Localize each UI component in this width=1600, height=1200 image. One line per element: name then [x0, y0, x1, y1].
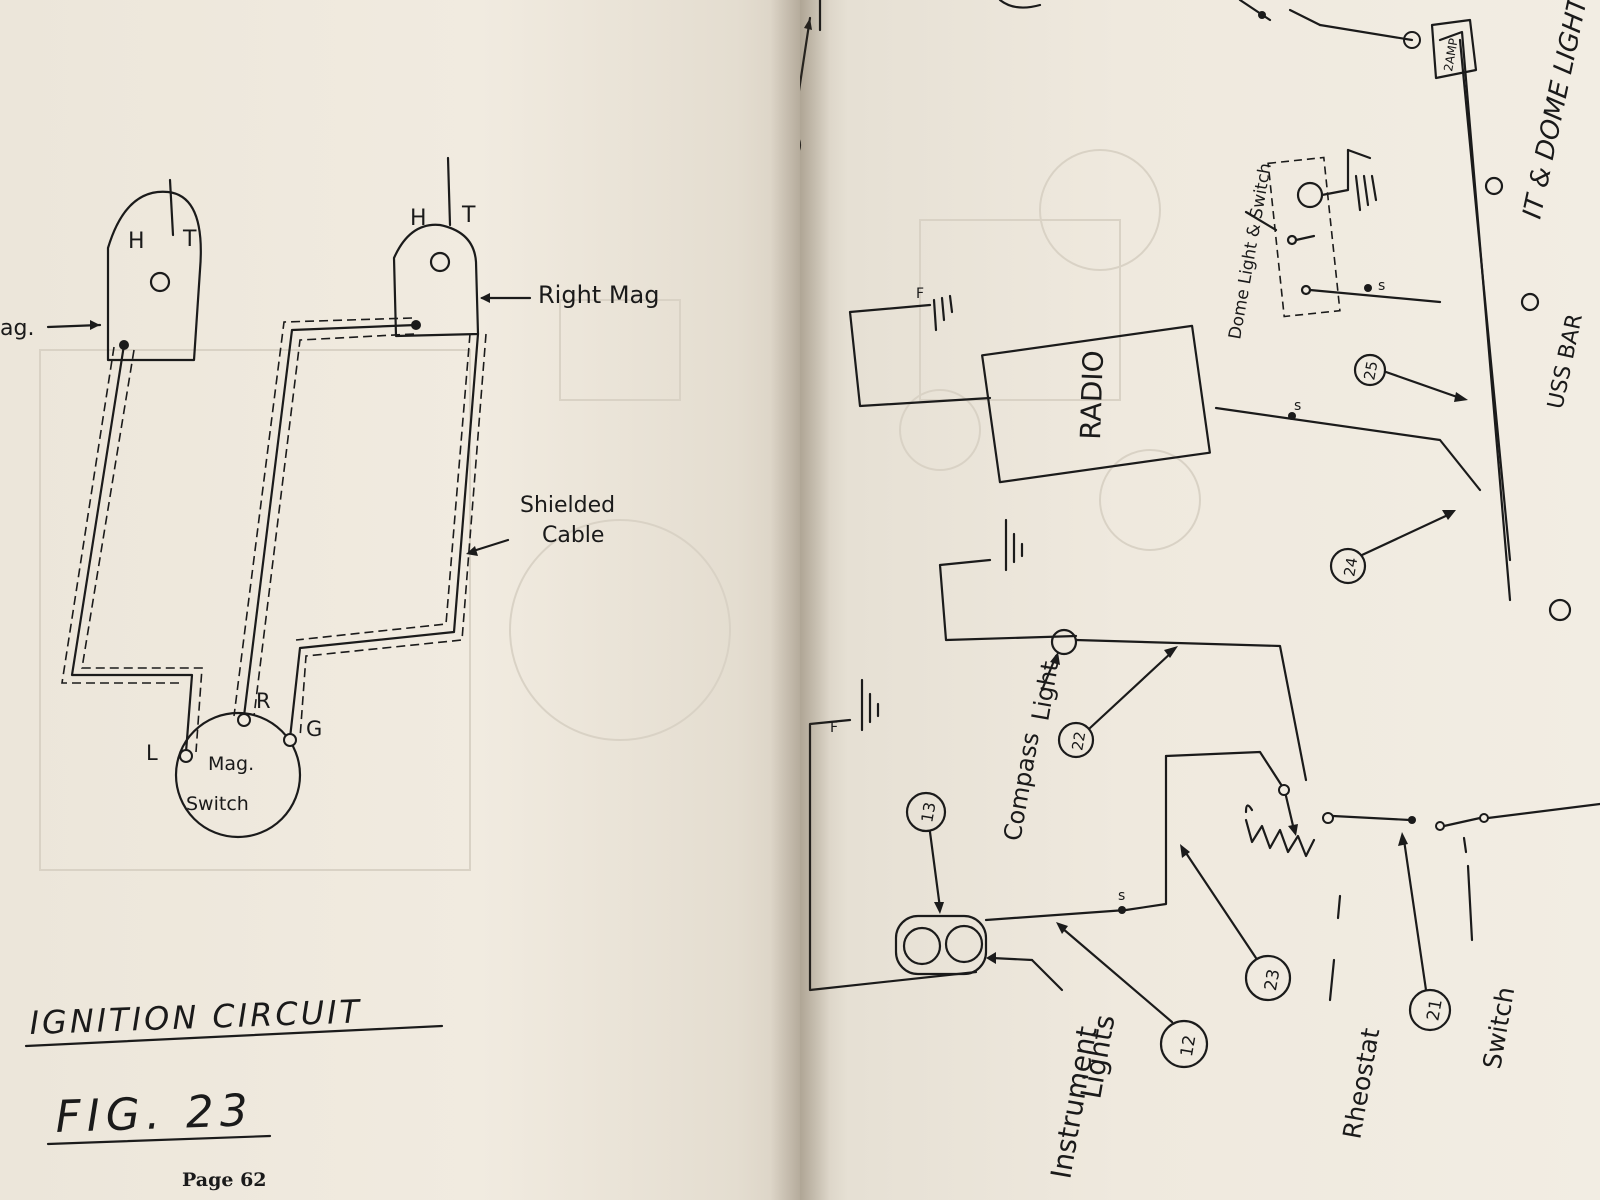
switch: Switch	[1398, 832, 1520, 1071]
switch-label: Switch	[1477, 985, 1520, 1071]
radio-splice-label: s	[1294, 398, 1301, 414]
dome-light-switch: s Dome Light & Switch	[1225, 148, 1442, 341]
rheostat: Rheostat	[1164, 750, 1600, 1141]
right-mag-label: Right Mag	[538, 281, 659, 309]
fuse-label: 2AMP	[1441, 37, 1461, 72]
left-magneto: H T ag.	[0, 178, 202, 362]
wire-21-label: 21	[1423, 998, 1446, 1023]
bleed-through	[899, 149, 1201, 551]
wire-22-label: 22	[1068, 730, 1089, 752]
wire-21: 21	[1408, 988, 1452, 1032]
shielded-cable-line1: Shielded	[520, 493, 615, 518]
figure-title: IGNITION CIRCUIT	[29, 992, 363, 1042]
left-mag-t-label: T	[182, 227, 197, 252]
wire-25-label: 25	[1360, 360, 1381, 382]
wire-13-label: 13	[917, 801, 939, 824]
wire-12: 12	[1056, 922, 1209, 1069]
figure-caption: IGNITION CIRCUIT FIG. 23 Page 62	[24, 992, 444, 1191]
right-mag-t-label: T	[461, 203, 476, 228]
top-wiring: AP	[800, 0, 1421, 151]
wire-13: 13	[905, 791, 947, 914]
rheostat-label: Rheostat	[1337, 1026, 1385, 1141]
bus-bar-label: USS BAR	[1543, 312, 1588, 412]
bus-bar: 2AMP USS BAR IT & DOME LIGHT C	[1430, 0, 1600, 622]
wire-22: 22	[1057, 646, 1178, 759]
shielded-cables: Shielded Cable	[61, 317, 615, 754]
compass-label-line1: Compass	[998, 730, 1045, 843]
mag-switch: Mag. Switch L R G	[146, 689, 322, 839]
page-number: Page 62	[182, 1169, 267, 1191]
mag-switch-line2: Switch	[186, 793, 249, 815]
compass-label-line2: Light	[1026, 659, 1064, 723]
dome-light-switch-label: Dome Light & Switch	[1225, 161, 1276, 340]
instrument-lights: F s Instrument Lights	[808, 678, 1168, 1181]
wire-24-label: 24	[1340, 556, 1361, 578]
figure-number: FIG. 23	[55, 1085, 255, 1143]
right-magneto: H T Right Mag	[392, 156, 659, 338]
lighting-circuit-diagram: AP 2AMP USS BAR IT & DOME LIGHT C	[800, 0, 1600, 1181]
left-page: H T ag. H T Right Mag	[0, 0, 800, 1200]
right-page: AP 2AMP USS BAR IT & DOME LIGHT C	[800, 0, 1600, 1200]
wire-23: 23	[1180, 844, 1292, 1002]
wire-12-label: 12	[1177, 1034, 1200, 1059]
radio-ground-label: F	[916, 286, 924, 302]
terminal-r-label: R	[256, 689, 271, 713]
dome-splice-label: s	[1378, 278, 1385, 294]
instrument-ground-label: F	[830, 720, 838, 736]
wire-24: 24	[1329, 510, 1456, 585]
compass-light: Compass Light	[938, 518, 1308, 843]
terminal-g-label: G	[306, 717, 322, 741]
mag-switch-line1: Mag.	[208, 753, 254, 775]
right-mag-h-label: H	[410, 206, 427, 231]
left-mag-h-label: H	[128, 229, 145, 254]
bleed-through	[39, 299, 731, 871]
left-mag-label: ag.	[0, 316, 34, 341]
radio-label: RADIO	[1074, 350, 1110, 440]
terminal-l-label: L	[146, 741, 158, 765]
dome-light-circuit-label: IT & DOME LIGHT C	[1518, 0, 1600, 221]
instrument-splice-label: s	[1118, 888, 1125, 904]
shielded-cable-line2: Cable	[542, 523, 604, 548]
wire-23-label: 23	[1261, 968, 1284, 993]
ignition-circuit-diagram: H T ag. H T Right Mag	[0, 156, 731, 1191]
radio: RADIO F s	[848, 286, 1482, 492]
book-spine	[770, 0, 830, 1200]
wire-25: 25	[1353, 353, 1468, 402]
